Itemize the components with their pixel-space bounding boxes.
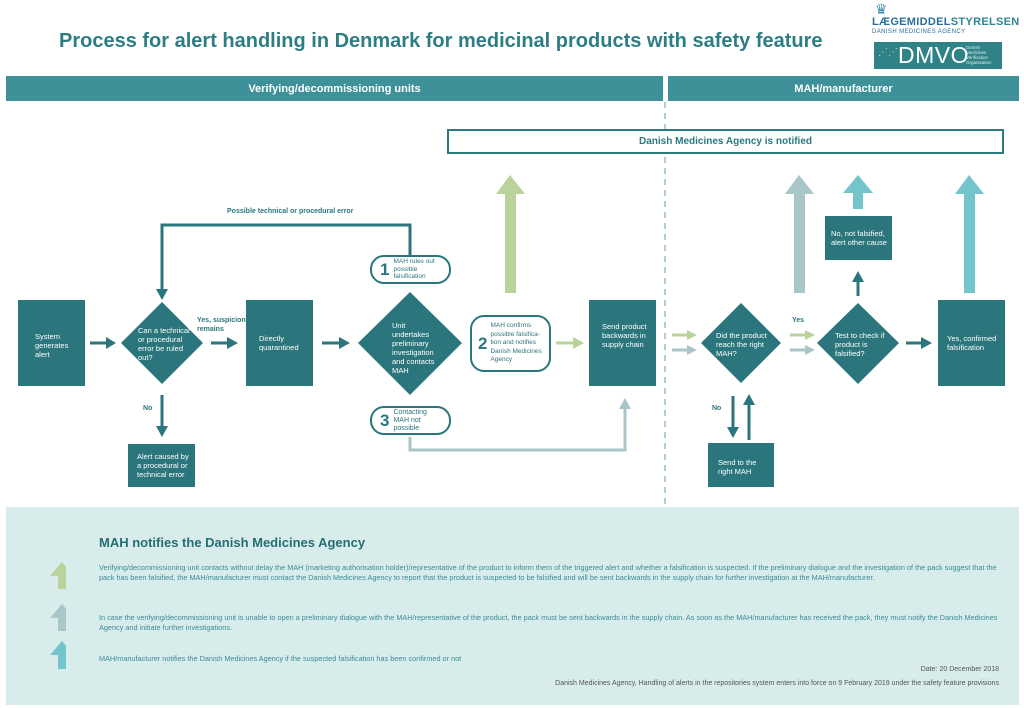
cyan-notify-arrow-large — [964, 193, 975, 293]
legend-title: MAH notifies the Danish Medicines Agency — [99, 535, 366, 550]
legend-date: Date: 20 December 2018 — [920, 666, 999, 673]
decision-investigation-text: Unit undertakes preliminary investigatio… — [392, 321, 435, 375]
decision-right-mah-text: Did the product reach the right MAH? — [716, 331, 767, 358]
outcome-3-text: Contacting MAH not possible — [393, 408, 427, 432]
arrow-possible-error-loop — [160, 223, 412, 290]
decision-right-mah — [701, 303, 781, 383]
green-arrow-icon — [50, 562, 66, 589]
grey-arrow-icon — [50, 604, 66, 631]
crown-icon: ♛ — [875, 1, 888, 17]
system-generates-alert-box: System generates alert — [18, 300, 85, 386]
outcome-1-number: 1 — [380, 259, 390, 279]
legend-item-3: MAH/manufacturer notifies the Danish Med… — [99, 654, 462, 663]
possible-error-label: Possible technical or procedural error — [227, 208, 354, 215]
decision-investigation — [358, 292, 462, 395]
send-to-right-mah-box: Send to the right MAH — [708, 443, 774, 487]
dmvo-text: DMVO — [898, 42, 969, 68]
no-label-left: No — [143, 405, 153, 412]
cyan-arrow-icon — [50, 641, 66, 669]
decision-rule-out — [121, 302, 203, 384]
logo-name-part1: LÆGEMIDDEL — [872, 16, 951, 28]
legend-item-2: In case the verifying/decommissioning un… — [99, 613, 998, 633]
arrow-not-possible-to-send — [408, 408, 627, 452]
send-backwards-box: Send product backwards in supply chain — [589, 300, 656, 386]
decision-rule-out-text: Can a technical or procedural error be r… — [138, 326, 190, 362]
cyan-notify-arrow-small — [853, 192, 863, 209]
legend-source: Danish Medicines Agency, Handling of ale… — [555, 680, 999, 687]
yes-label: Yes — [792, 317, 805, 324]
logo-subtitle: DANISH MEDICINES AGENCY — [872, 29, 966, 35]
agency-notified-bar: Danish Medicines Agency is notified — [447, 129, 1004, 154]
outcome-2-number: 2 — [478, 333, 488, 353]
outcome-3-pill: 3 Contacting MAH not possible — [370, 406, 451, 435]
agency-logo: ♛ LÆGEMIDDELSTYRELSEN DANISH MEDICINES A… — [872, 1, 1019, 36]
green-notify-arrow — [505, 193, 516, 293]
confirmed-falsification-box: Yes, confirmed falsification — [938, 300, 1005, 386]
legend-panel: MAH notifies the Danish Medicines Agency… — [6, 507, 1019, 705]
dmvo-logo: ⋰⋰ DMVO Danish Medicines Verification Or… — [874, 42, 1002, 69]
page-title: Process for alert handling in Denmark fo… — [59, 30, 823, 52]
outcome-1-text: MAH rules out possible falsification — [393, 258, 435, 281]
grey-notify-arrow — [794, 193, 805, 293]
outcome-1-pill: 1 MAH rules out possible falsification — [370, 255, 451, 284]
directly-quarantined-box: Directly quarantined — [246, 300, 313, 386]
lane-header-mah: MAH/manufacturer — [668, 76, 1019, 101]
logo-name-part2: STYRELSEN — [950, 16, 1020, 28]
outcome-2-text: MAH confirms possible falsifica-tion and… — [490, 322, 542, 364]
alert-caused-by-error-box: Alert caused by a procedural or technica… — [128, 444, 195, 487]
not-falsified-box: No, not falsified, alert other cause — [825, 216, 892, 260]
lane-header-verifying: Verifying/decommissioning units — [6, 76, 663, 101]
dots-icon: ⋰⋰ — [878, 47, 898, 58]
decision-test-falsified — [817, 303, 899, 384]
outcome-2-pill: 2 MAH confirms possible falsifica-tion a… — [470, 315, 551, 372]
outcome-3-number: 3 — [380, 410, 390, 430]
no-label-right: No — [712, 405, 722, 412]
legend-arrows — [50, 562, 66, 669]
yes-suspicion-label: Yes, suspicion remains — [197, 317, 246, 333]
dmvo-subtitle: Danish Medicines Verification Organisati… — [966, 45, 992, 65]
legend-item-1: Verifying/decommissioning unit contacts … — [99, 563, 997, 583]
decision-test-falsified-text: Test to check if product is falsified? — [835, 331, 885, 358]
